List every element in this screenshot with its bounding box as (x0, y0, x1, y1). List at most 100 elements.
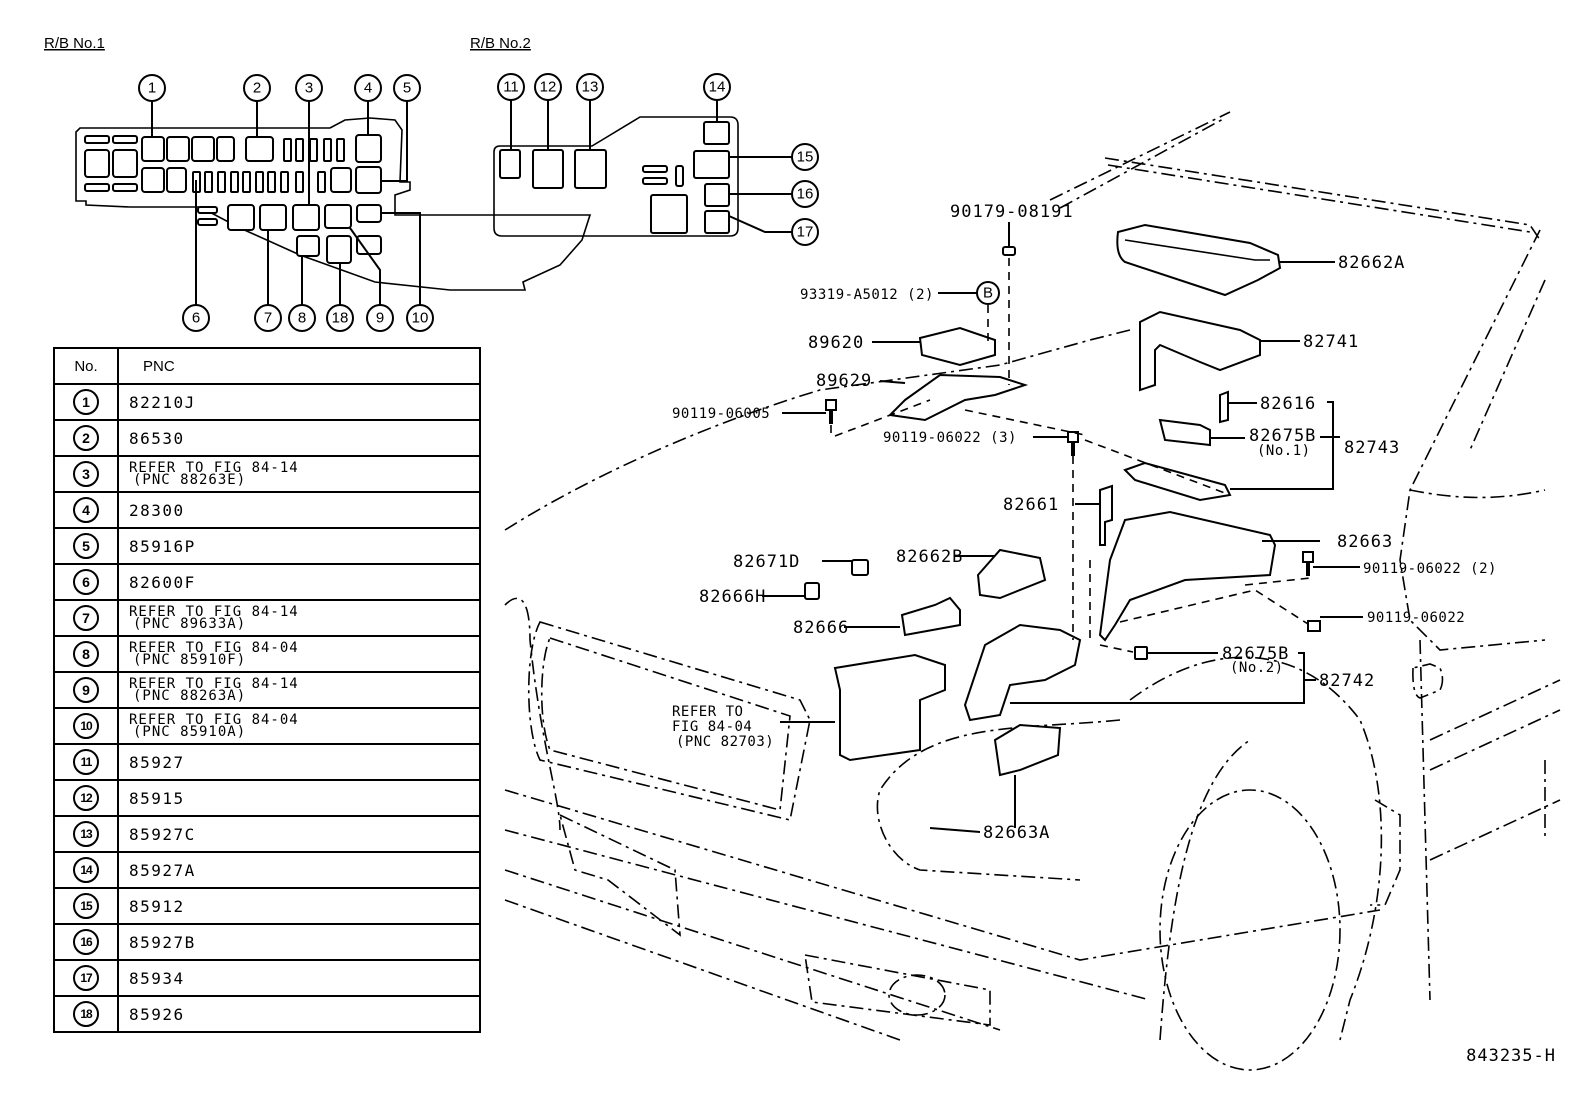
pnc-reference: REFER TO FIG 84-14 (129, 676, 299, 692)
callout-circle: 11 (73, 749, 99, 775)
callout-circle: 3 (73, 461, 99, 487)
row-number-cell: 14 (53, 851, 119, 889)
pnc-value: 85927A (129, 860, 196, 880)
pnc-cell: 82600F (117, 563, 481, 601)
label-82742: 82742 (1319, 671, 1375, 691)
pnc-cell: REFER TO FIG 84-04(PNC 85910A) (117, 707, 481, 745)
callout-circle (138, 74, 166, 102)
cover-82663a (993, 723, 1062, 777)
label-82671d: 82671D (733, 552, 800, 572)
module-89620 (918, 326, 996, 367)
row-number-cell: 12 (53, 779, 119, 817)
callout-number: 1 (148, 80, 156, 97)
row-number-cell: 13 (53, 815, 119, 853)
pnc-value: 82600F (129, 572, 196, 592)
pnc-cell: REFER TO FIG 84-14(PNC 88263A) (117, 671, 481, 709)
relay-slot (112, 149, 138, 178)
row-number-cell: 8 (53, 635, 119, 673)
pnc-cell: REFER TO FIG 84-14(PNC 89633A) (117, 599, 481, 637)
callout-number: 2 (253, 80, 261, 97)
callout-labels: 90179-08191 93319-A5012 (2) 89620 89629 … (672, 202, 1496, 843)
callout-number: 7 (264, 310, 272, 327)
callout-circle: 8 (73, 641, 99, 667)
row-number-cell: 6 (53, 563, 119, 601)
fuse-slot (84, 135, 110, 144)
row-number-cell: 17 (53, 959, 119, 997)
label-82661: 82661 (1003, 495, 1059, 515)
label-82666: 82666 (793, 618, 849, 638)
callout-circle: 4 (73, 497, 99, 523)
label-82616: 82616 (1260, 394, 1316, 414)
pnc-reference: REFER TO FIG 84-04 (129, 712, 299, 728)
junction-block-82703 (833, 653, 946, 762)
pnc-reference-code: (PNC 85910F) (133, 652, 247, 668)
label-refer-line1: REFER TO (672, 704, 743, 720)
callout-number: 17 (797, 224, 814, 241)
relay-slot (84, 149, 110, 178)
fuse-slot (112, 135, 138, 144)
label-89629: 89629 (816, 371, 872, 391)
label-82675b-no1-sub: (No.1) (1257, 443, 1311, 459)
label-90119-06005: 90119-06005 (672, 406, 770, 422)
pnc-cell: 85934 (117, 959, 481, 997)
callout-number: 14 (709, 79, 726, 96)
relay-box-82663 (1098, 510, 1277, 642)
pnc-value: 85927 (129, 752, 185, 772)
callout-circle: 10 (73, 713, 99, 739)
bolt-90119-06005 (825, 399, 837, 411)
pnc-value: 85934 (129, 968, 185, 988)
leader-lines (762, 222, 1363, 833)
pnc-value: 85915 (129, 788, 185, 808)
vehicle-outline (504, 111, 1561, 1071)
pnc-reference: REFER TO FIG 84-14 (129, 604, 299, 620)
table-row: 6 82600F (53, 563, 481, 601)
fuse-82675b-no1 (1158, 418, 1211, 447)
header-pnc: PNC (117, 347, 481, 385)
row-number-cell: 18 (53, 995, 119, 1033)
callout-circle: 1 (73, 389, 99, 415)
row-number-cell: 5 (53, 527, 119, 565)
table-row: 16 85927B (53, 923, 481, 961)
pnc-value: 82210J (129, 392, 196, 412)
callout-number: 10 (412, 310, 429, 327)
fuse-82675b-no2 (1134, 646, 1148, 660)
fuse-slot (112, 183, 138, 192)
callout-circle: 12 (73, 785, 99, 811)
relay-block-1-title: R/B No.1 (44, 35, 105, 52)
pnc-cell: 85915 (117, 779, 481, 817)
label-82663a: 82663A (983, 823, 1050, 843)
row-number-cell: 15 (53, 887, 119, 925)
relay-block-82741 (1139, 310, 1261, 392)
label-82663: 82663 (1337, 532, 1393, 552)
cover-82662b (976, 548, 1047, 600)
label-82675b-no2-sub: (No.2) (1230, 660, 1284, 676)
pnc-reference-code: (PNC 85910A) (133, 724, 247, 740)
pnc-value: 28300 (129, 500, 185, 520)
pnc-cell: 85926 (117, 995, 481, 1033)
pnc-cell: 86530 (117, 419, 481, 457)
fuse-box-cover-upper (1116, 223, 1282, 297)
pnc-value: 85927B (129, 932, 196, 952)
callout-circle: 14 (73, 857, 99, 883)
bolt-90119-06022 (1307, 620, 1321, 632)
callout-number: 12 (540, 79, 557, 96)
pnc-cell: 85927B (117, 923, 481, 961)
callout-circle: 9 (73, 677, 99, 703)
label-82675b-no2: 82675B (1222, 644, 1289, 664)
relay-block-2-title: R/B No.2 (470, 35, 531, 52)
callout-circle: 5 (73, 533, 99, 559)
callout-number: 6 (192, 310, 200, 327)
row-number-cell: 1 (53, 383, 119, 421)
nut-90179 (1002, 246, 1016, 256)
label-93319-a5012: 93319-A5012 (2) (800, 287, 934, 303)
pnc-cell: 28300 (117, 491, 481, 529)
pnc-value: 86530 (129, 428, 185, 448)
table-row: 11 85927 (53, 743, 481, 781)
row-number-cell: 16 (53, 923, 119, 961)
callout-number: 16 (797, 186, 814, 203)
table-row: 9 REFER TO FIG 84-14(PNC 88263A) (53, 671, 481, 709)
